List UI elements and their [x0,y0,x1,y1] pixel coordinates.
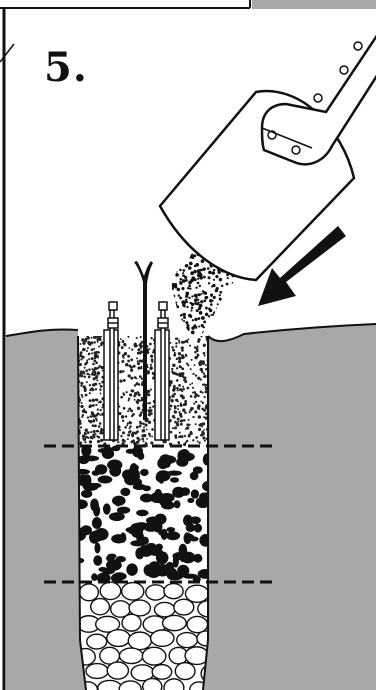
tensioner-bolt-icon [104,302,118,440]
step-number: 5. [44,44,88,91]
tensioner-bolt-icon [155,302,169,440]
shovel-icon [160,34,376,280]
